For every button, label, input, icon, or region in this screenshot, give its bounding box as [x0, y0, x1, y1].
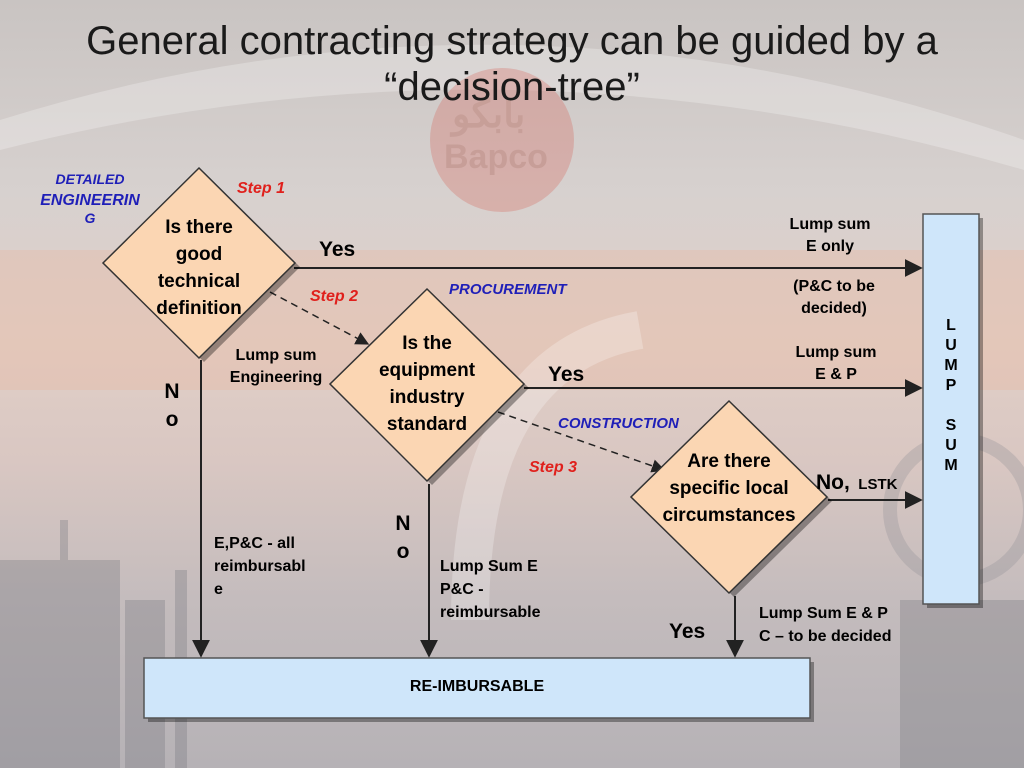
logo-arabic: بابكو [452, 94, 526, 136]
step-3-label: Step 3 [529, 459, 578, 476]
decision-1-text: Is there good technical definition [156, 217, 242, 319]
phase-engineering-label: DETAILED ENGINEERIN G [40, 171, 140, 226]
d1-yes-label: Yes [319, 238, 356, 261]
outcome-lump-sum-e-pc-reimbursable: Lump Sum E P&C - reimbursable [440, 558, 541, 621]
title-line-1: General contracting strategy can be guid… [86, 19, 938, 63]
outcome-pc-to-be-decided: (P&C to be decided) [793, 278, 875, 317]
step-2-label: Step 2 [310, 288, 359, 305]
decision-2-text: Is the equipment industry standard [378, 333, 476, 435]
phase-construction-label: CONSTRUCTION [558, 415, 679, 432]
title-line-2: “decision-tree” [384, 65, 640, 109]
outcome-lump-sum-ep-c-tbd: Lump Sum E & P C – to be decided [759, 605, 892, 645]
d2-no-label: N o [395, 512, 411, 563]
reimbursable-label: RE-IMBURSABLE [409, 678, 545, 695]
d3-no-label: No, LSTK [816, 471, 898, 494]
outcome-epc-all-reimbursable: E,P&C - all reimbursabl e [214, 535, 306, 598]
outcome-lump-sum-e-only: Lump sum E only [789, 216, 871, 255]
phase-procurement-label: PROCUREMENT [449, 281, 567, 298]
outcome-lump-sum-ep: Lump sum E & P [795, 344, 877, 383]
d2-yes-label: Yes [548, 363, 585, 386]
decision-3-text: Are there specific local circumstances [662, 451, 796, 526]
d3-yes-label: Yes [669, 620, 706, 643]
lump-sum-label: L U M P S U M [944, 317, 958, 474]
outcome-lump-sum-engineering: Lump sum Engineering [229, 347, 323, 386]
slide-title: General contracting strategy can be guid… [0, 18, 1024, 110]
logo-text: Bapco [444, 138, 548, 176]
d1-no-label: N o [164, 380, 180, 431]
step-1-label: Step 1 [237, 180, 286, 197]
